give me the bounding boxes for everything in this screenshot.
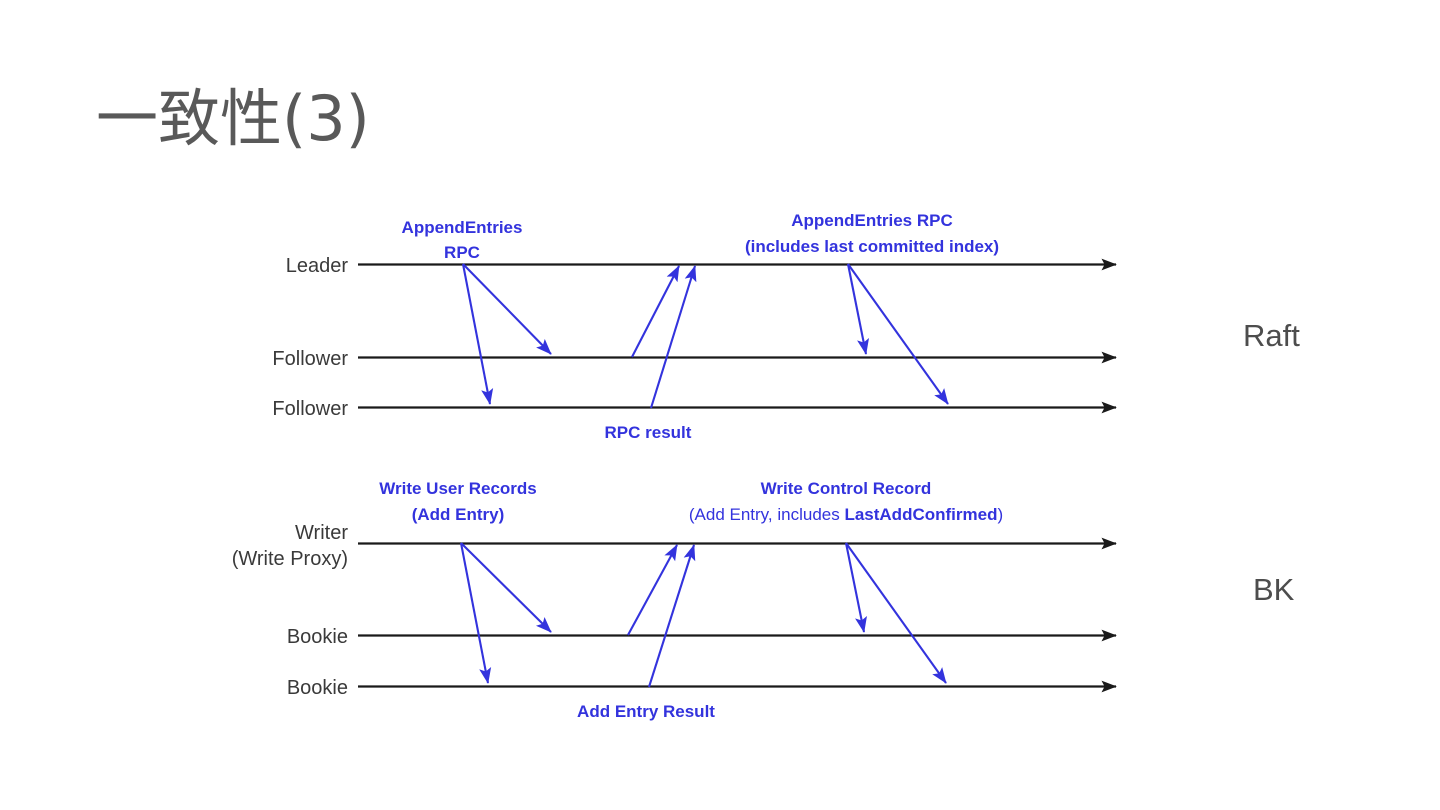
arrow-add-entry-result-from-bookie-1	[627, 544, 678, 636]
message-label-append-entries-commit-line2: (includes last committed index)	[745, 237, 999, 256]
message-label-write-control-record-line2: (Add Entry, includes LastAddConfirmed)	[689, 505, 1003, 524]
participant-label-bookie-1: Bookie	[287, 626, 348, 648]
arrow-rpc-result-from-follower-2	[649, 265, 697, 409]
message-label-write-user-records-line2: (Add Entry)	[412, 505, 505, 524]
message-label-add-entry-result: Add Entry Result	[577, 702, 715, 721]
participant-label-follower-2: Follower	[272, 398, 348, 420]
page-title: 一致性(3)	[96, 82, 370, 155]
arrow-control-record-to-bookie-1	[844, 542, 867, 633]
raft-diagram-group: Leader Follower Follower AppendEntries R…	[272, 211, 1117, 442]
side-label-raft: Raft	[1243, 318, 1300, 353]
arrow-rpc-result-from-follower-1	[631, 265, 680, 358]
arrow-append-entries-to-follower-1	[462, 263, 552, 355]
participant-label-writer-line1: Writer	[295, 522, 348, 544]
arrow-commit-to-follower-1	[846, 263, 870, 355]
control-record-last-add-confirmed: LastAddConfirmed	[844, 505, 997, 524]
bookkeeper-diagram-group: Writer (Write Proxy) Bookie Bookie Write…	[232, 479, 1117, 721]
arrow-append-entries-to-follower-2	[461, 263, 494, 405]
message-label-write-control-record-line1: Write Control Record	[761, 479, 932, 498]
arrow-add-entry-to-bookie-1	[460, 542, 552, 633]
side-label-bk: BK	[1253, 572, 1295, 607]
message-label-append-entries-commit-line1: AppendEntries RPC	[791, 211, 953, 230]
arrow-control-record-to-bookie-2	[845, 542, 947, 684]
participant-label-follower-1: Follower	[272, 348, 348, 370]
participant-label-bookie-2: Bookie	[287, 677, 348, 699]
arrow-add-entry-result-from-bookie-2	[647, 544, 696, 688]
arrow-commit-to-follower-2	[847, 263, 949, 405]
arrow-add-entry-to-bookie-2	[459, 542, 492, 684]
control-record-prefix: (Add Entry, includes	[689, 505, 845, 524]
participant-label-writer-line2: (Write Proxy)	[232, 548, 348, 570]
message-label-rpc-result: RPC result	[605, 423, 692, 442]
control-record-suffix: )	[997, 505, 1003, 524]
message-label-write-user-records-line1: Write User Records	[379, 479, 536, 498]
message-label-append-entries-line2: RPC	[444, 243, 480, 262]
participant-label-leader: Leader	[286, 255, 349, 277]
message-label-append-entries-line1: AppendEntries	[402, 218, 523, 237]
